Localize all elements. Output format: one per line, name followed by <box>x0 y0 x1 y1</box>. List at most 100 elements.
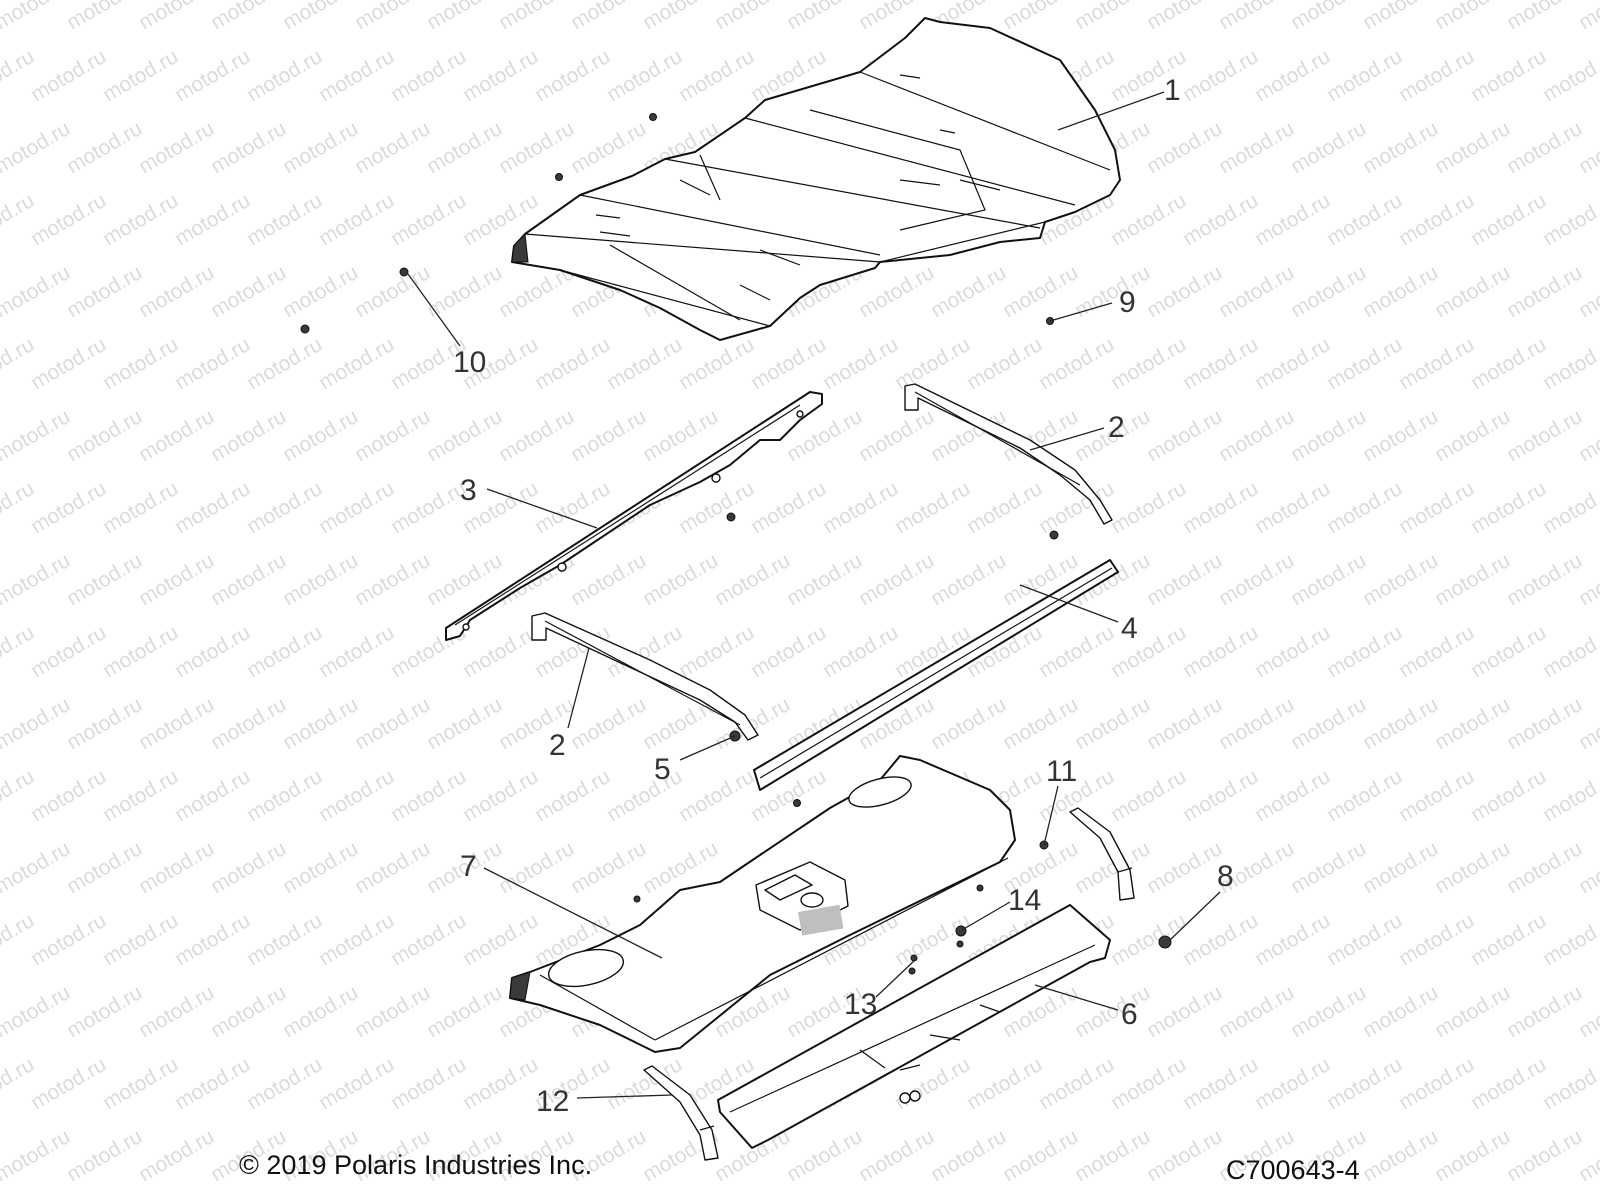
watermark-text: motod.ru <box>1503 549 1586 610</box>
watermark-text: motod.ru <box>855 1125 938 1186</box>
callout-10: 10 <box>453 346 486 379</box>
watermark-text: motod.ru <box>1359 405 1442 466</box>
watermark-text: motod.ru <box>243 909 326 970</box>
watermark-text: motod.ru <box>1215 117 1298 178</box>
watermark-text: motod.ru <box>243 621 326 682</box>
watermark-text: motod.ru <box>279 549 362 610</box>
watermark-text: motod.ru <box>783 0 866 34</box>
watermark-text: motod.ru <box>1323 765 1406 826</box>
watermark-text: motod.ru <box>1395 477 1478 538</box>
watermark-text: motod.ru <box>1503 261 1586 322</box>
watermark-text: motod.ru <box>387 909 470 970</box>
watermark-text: motod.ru <box>1215 405 1298 466</box>
watermark-text: motod.ru <box>1071 0 1154 34</box>
watermark-text: motod.ru <box>279 693 362 754</box>
watermark-text: motod.ru <box>1143 405 1226 466</box>
watermark-text: motod.ru <box>99 45 182 106</box>
watermark-text: motod.ru <box>1071 981 1154 1042</box>
watermark-text: motod.ru <box>603 333 686 394</box>
watermark-text: motod.ru <box>639 0 722 34</box>
watermark-text: motod.ru <box>1503 981 1586 1042</box>
watermark-text: motod.ru <box>1107 333 1190 394</box>
roof-panel <box>511 17 1121 341</box>
watermark-text: motod.ru <box>171 765 254 826</box>
watermark-text: motod.ru <box>675 45 758 106</box>
callout-6: 6 <box>1121 998 1138 1031</box>
watermark-text: motod.ru <box>1251 621 1334 682</box>
watermark-text: motod.ru <box>927 549 1010 610</box>
watermark-text: motod.ru <box>1215 693 1298 754</box>
watermark-text: motod.ru <box>747 477 830 538</box>
watermark-text: motod.ru <box>63 117 146 178</box>
watermark-text: motod.ru <box>99 333 182 394</box>
watermark-text: motod.ru <box>99 765 182 826</box>
watermark-text: motod.ru <box>27 45 110 106</box>
watermark-text: motod.ru <box>63 837 146 898</box>
watermark-text: motod.ru <box>567 837 650 898</box>
watermark-text: motod.ru <box>351 117 434 178</box>
watermark-text: motod.ru <box>351 549 434 610</box>
watermark-text: motod.ru <box>1179 765 1262 826</box>
watermark-text: motod.ru <box>1179 477 1262 538</box>
watermark-text: motod.ru <box>1179 333 1262 394</box>
watermark-text: motod.ru <box>207 549 290 610</box>
watermark-text: motod.ru <box>1539 45 1600 106</box>
rail-left <box>531 612 759 741</box>
watermark-text: motod.ru <box>1503 117 1586 178</box>
watermark-text: motod.ru <box>1323 45 1406 106</box>
watermark-text: motod.ru <box>315 909 398 970</box>
watermark-text: motod.ru <box>135 117 218 178</box>
front-brace <box>445 391 823 641</box>
watermark-text: motod.ru <box>1395 765 1478 826</box>
watermark-text: motod.ru <box>495 0 578 34</box>
watermark-text: motod.ru <box>1251 765 1334 826</box>
watermark-text: motod.ru <box>171 1053 254 1114</box>
watermark-text: motod.ru <box>1467 621 1550 682</box>
watermark-text: motod.ru <box>1359 693 1442 754</box>
watermark-text: motod.ru <box>855 549 938 610</box>
watermark-text: motod.ru <box>1467 765 1550 826</box>
rear-seal <box>753 559 1119 791</box>
watermark-text: motod.ru <box>1395 45 1478 106</box>
watermark-text: motod.ru <box>315 477 398 538</box>
watermark-text: motod.ru <box>135 261 218 322</box>
watermark-text: motod.ru <box>0 405 74 466</box>
watermark-text: motod.ru <box>1287 549 1370 610</box>
watermark-text: motod.ru <box>1143 0 1226 34</box>
watermark-text: motod.ru <box>1215 549 1298 610</box>
watermark-text: motod.ru <box>1503 837 1586 898</box>
watermark-text: motod.ru <box>711 0 794 34</box>
watermark-text: motod.ru <box>243 477 326 538</box>
watermark-text: motod.ru <box>675 333 758 394</box>
watermark-text: motod.ru <box>243 189 326 250</box>
watermark-text: motod.ru <box>1251 45 1334 106</box>
watermark-text: motod.ru <box>0 0 74 34</box>
watermark-text: motod.ru <box>459 909 542 970</box>
watermark-text: motod.ru <box>387 765 470 826</box>
watermark-text: motod.ru <box>27 621 110 682</box>
watermark-text: motod.ru <box>1503 0 1586 34</box>
watermark-text: motod.ru <box>1107 477 1190 538</box>
watermark-text: motod.ru <box>171 909 254 970</box>
watermark-text: motod.ru <box>1287 0 1370 34</box>
watermark-text: motod.ru <box>1287 693 1370 754</box>
watermark-text: motod.ru <box>1359 1125 1442 1186</box>
watermark-text: motod.ru <box>243 45 326 106</box>
watermark-text: motod.ru <box>1539 765 1600 826</box>
watermark-text: motod.ru <box>531 45 614 106</box>
watermark-text: motod.ru <box>1503 405 1586 466</box>
callout-2-right: 2 <box>1108 411 1125 444</box>
watermark-text: motod.ru <box>963 477 1046 538</box>
watermark-text: motod.ru <box>1287 837 1370 898</box>
watermark-text: motod.ru <box>819 333 902 394</box>
watermark-text: motod.ru <box>1071 1125 1154 1186</box>
watermark-text: motod.ru <box>63 0 146 34</box>
watermark-text: motod.ru <box>1467 909 1550 970</box>
watermark-text: motod.ru <box>279 0 362 34</box>
watermark-text: motod.ru <box>1467 45 1550 106</box>
watermark-text: motod.ru <box>387 477 470 538</box>
watermark-text: motod.ru <box>207 117 290 178</box>
watermark-text: motod.ru <box>315 765 398 826</box>
watermark-text: motod.ru <box>135 981 218 1042</box>
callout-5: 5 <box>654 753 671 786</box>
